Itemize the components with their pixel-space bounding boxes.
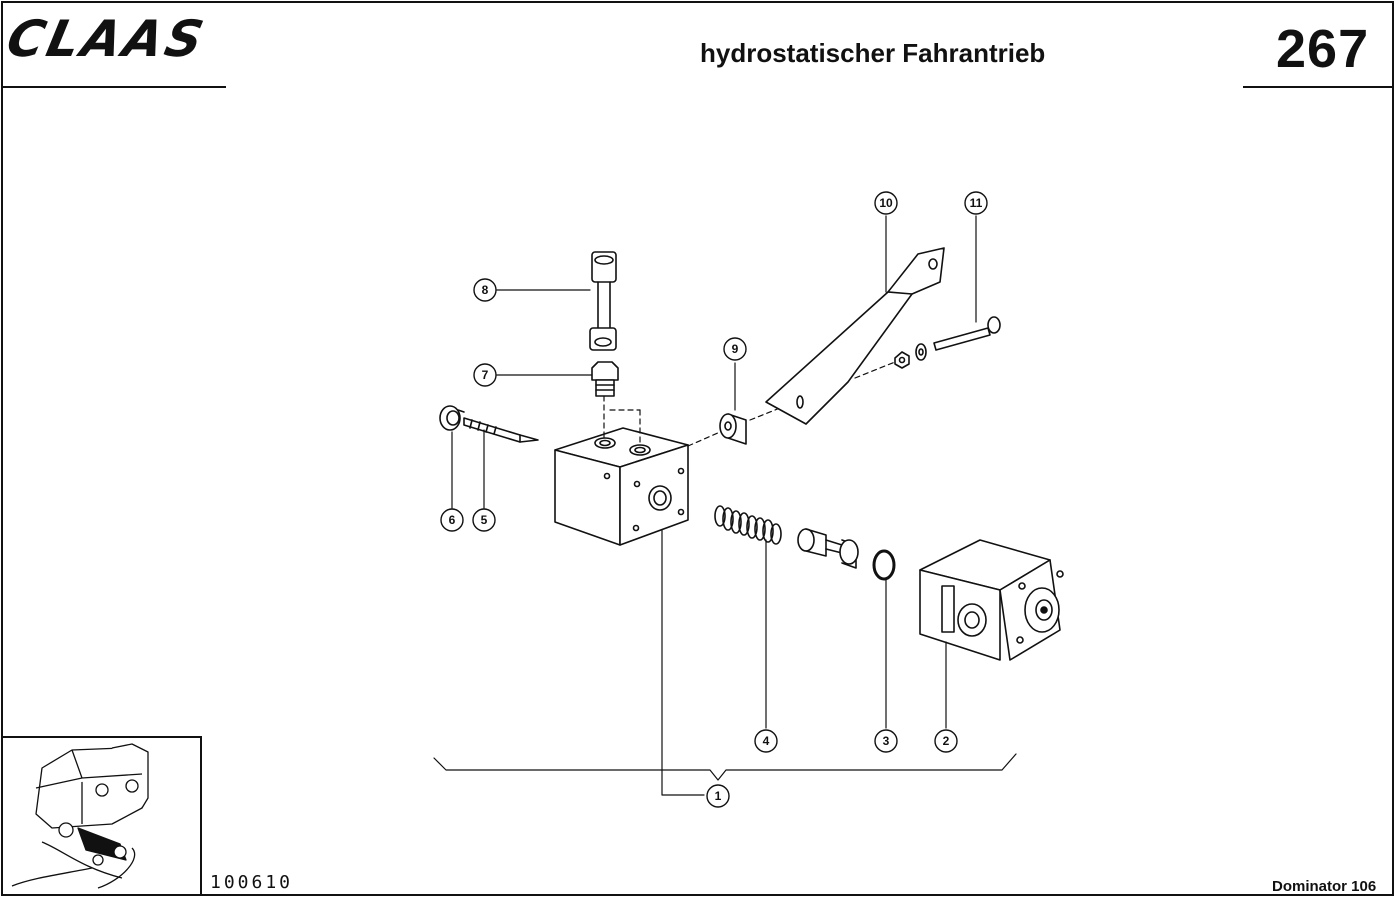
svg-text:1: 1 — [715, 789, 722, 803]
callout-5: 5 — [472, 508, 496, 532]
callout-10: 10 — [874, 191, 898, 215]
pipe-connector — [589, 251, 617, 351]
bolt-nut-washer — [894, 316, 1001, 369]
svg-text:10: 10 — [879, 196, 893, 210]
mounting-bracket — [765, 247, 945, 425]
callout-7: 7 — [473, 363, 497, 387]
callout-4: 4 — [754, 729, 778, 753]
svg-text:6: 6 — [449, 513, 456, 527]
valve-block — [554, 427, 689, 546]
callout-8: 8 — [473, 278, 497, 302]
solenoid-coil — [919, 539, 1064, 661]
valve-piston — [797, 528, 859, 569]
threaded-fitting — [591, 361, 619, 397]
o-ring — [872, 549, 896, 581]
callout-9: 9 — [723, 337, 747, 361]
machine-model: Dominator 106 — [1272, 878, 1377, 895]
callout-3: 3 — [874, 729, 898, 753]
drawing-number: 100610 — [210, 872, 294, 893]
svg-text:11: 11 — [970, 196, 983, 210]
svg-text:3: 3 — [883, 734, 890, 748]
locator-thumbnail — [2, 736, 202, 896]
svg-text:7: 7 — [482, 368, 489, 382]
callout-6: 6 — [440, 508, 464, 532]
svg-text:8: 8 — [482, 283, 489, 297]
page-number: 267 — [1276, 19, 1370, 79]
adjusting-pin — [463, 417, 539, 443]
bushing — [719, 413, 747, 445]
svg-text:2: 2 — [943, 734, 950, 748]
svg-text:5: 5 — [481, 513, 488, 527]
callout-2: 2 — [934, 729, 958, 753]
header-rule-left — [2, 86, 226, 88]
plug-screw — [439, 405, 465, 431]
compression-spring — [714, 505, 782, 545]
header-rule-right — [1243, 86, 1393, 88]
callout-11: 11 — [964, 191, 988, 215]
page-title: hydrostatischer Fahrantrieb — [700, 38, 1046, 68]
svg-text:9: 9 — [732, 342, 739, 356]
callout-1: 1 — [706, 784, 730, 808]
svg-text:4: 4 — [763, 734, 770, 748]
locator-sketch — [11, 743, 149, 889]
